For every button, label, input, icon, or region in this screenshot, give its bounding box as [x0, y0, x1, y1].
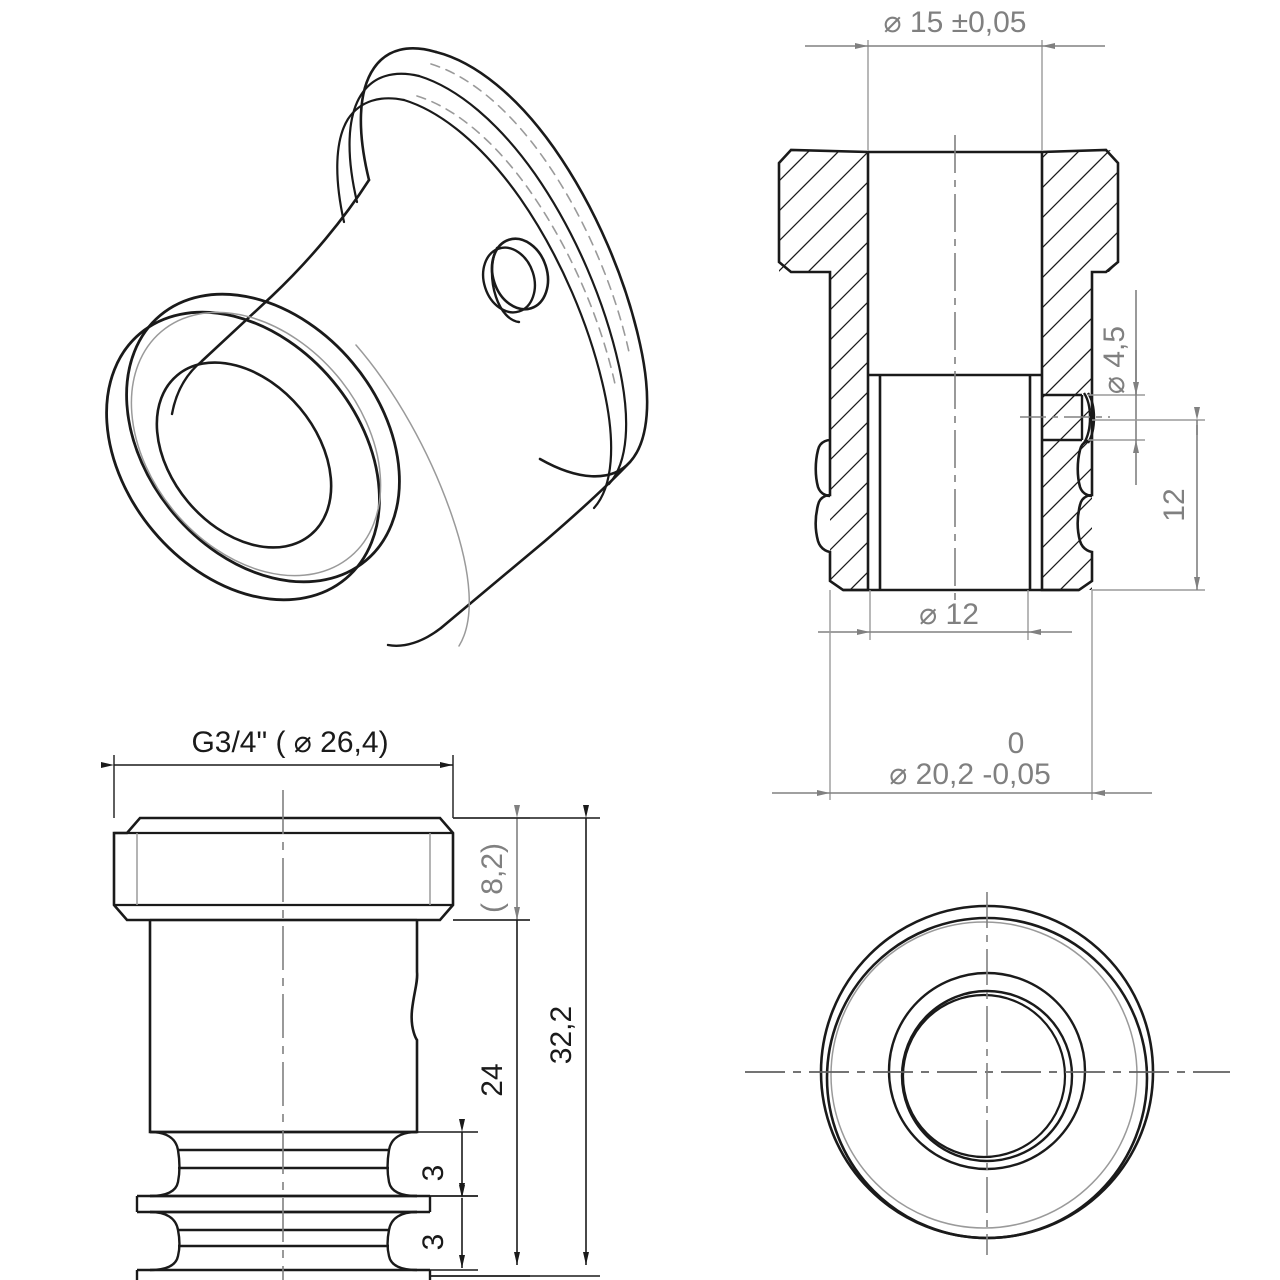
front-dimensions: G3/4" ( ⌀ 26,4) ( 8,2) 24 32,2 — [101, 726, 600, 1277]
dim-322: 32,2 — [430, 805, 600, 1277]
section-groove-left-upper — [814, 438, 831, 498]
dim-24-label: 24 — [476, 1063, 509, 1096]
iso-body-bottom-silhouette — [439, 460, 632, 630]
iso-flange-back-ellipse — [105, 310, 381, 602]
front-flange-body — [112, 816, 455, 922]
dim-groove-2-label: 3 — [417, 1234, 450, 1251]
section-dimensions: ⌀ 15 ±0,05 ⌀ 4,5 12 ⌀ 12 — [772, 6, 1205, 800]
dim-dia15: ⌀ 15 ±0,05 — [805, 6, 1105, 150]
dim-24: 24 — [430, 919, 530, 1277]
front-view — [112, 790, 455, 1280]
dim-groove-2: 3 — [417, 1185, 478, 1271]
dim-dia202: ⌀ 20,2 -0,05 0 — [772, 590, 1152, 800]
section-groove-right-upper — [1076, 438, 1093, 498]
iso-flange-outer-ellipse — [125, 292, 401, 584]
dim-12-label: 12 — [1158, 488, 1191, 521]
dim-dia12: ⌀ 12 — [818, 590, 1072, 640]
dim-thread-label: G3/4" ( ⌀ 26,4) — [191, 726, 388, 759]
iso-groove-1 — [417, 74, 628, 486]
isometric-view — [105, 47, 649, 647]
dim-dia45: ⌀ 4,5 — [1088, 290, 1145, 485]
dim-dia12-label: ⌀ 12 — [919, 598, 979, 631]
dim-322-label: 32,2 — [545, 1006, 578, 1064]
dim-flange-height: ( 8,2) — [453, 805, 530, 921]
dim-thread: G3/4" ( ⌀ 26,4) — [101, 726, 454, 818]
end-view — [745, 892, 1230, 1255]
end-outer-ring-thin — [830, 921, 1138, 1229]
iso-groove-2 — [402, 98, 613, 510]
iso-groove-2-back — [336, 97, 406, 224]
iso-groove-1-back — [348, 72, 421, 204]
dim-flange-height-label: ( 8,2) — [476, 843, 509, 913]
iso-flange-tangent-top — [170, 359, 204, 416]
dim-12: 12 — [1092, 407, 1205, 591]
dim-dia15-label: ⌀ 15 ±0,05 — [884, 6, 1027, 39]
dim-dia45-label: ⌀ 4,5 — [1098, 326, 1131, 394]
iso-cross-hole — [481, 237, 550, 324]
hidden-groove-lines — [416, 63, 630, 385]
dim-dia202-upper-tol: 0 — [1008, 727, 1025, 760]
front-body — [148, 920, 419, 1134]
iso-body-inner-tangent — [355, 344, 470, 647]
iso-flange-tangent-bottom — [386, 626, 443, 647]
dim-groove-1-label: 3 — [417, 1165, 450, 1182]
iso-flange-bore — [155, 361, 333, 549]
dim-dia202-label: ⌀ 20,2 -0,05 — [889, 758, 1051, 791]
end-bore-circle-2 — [901, 993, 1067, 1159]
iso-body-top-silhouette — [200, 178, 371, 363]
iso-flange-inner-ring — [130, 311, 382, 577]
iso-right-top-edge — [359, 47, 438, 182]
